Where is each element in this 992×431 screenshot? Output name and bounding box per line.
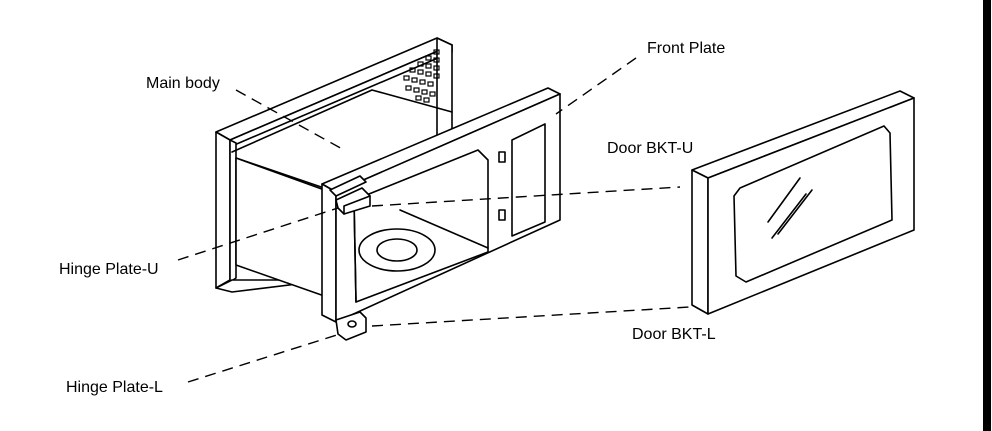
- main-body-part: [215, 37, 453, 299]
- leader-hinge-plate-u: [177, 207, 339, 261]
- leader-door-bkt-u: [371, 186, 681, 207]
- leader-hinge-plate-l: [187, 333, 341, 383]
- door-part: [691, 90, 915, 315]
- right-border-rule: [983, 0, 991, 431]
- hinge-plate-l-part: [335, 311, 367, 341]
- leader-main-body: [235, 89, 345, 151]
- label-hinge-plate-l: Hinge Plate-L: [66, 379, 163, 396]
- label-door-bkt-l: Door BKT-L: [632, 326, 716, 343]
- label-front-plate: Front Plate: [647, 40, 726, 57]
- leader-front-plate: [555, 57, 637, 115]
- vent-holes: [403, 49, 440, 103]
- leader-lines: [177, 57, 691, 383]
- label-hinge-plate-u: Hinge Plate-U: [59, 261, 159, 278]
- leader-door-bkt-l: [371, 306, 691, 327]
- label-door-bkt-u: Door BKT-U: [607, 140, 694, 157]
- label-main-body: Main body: [146, 75, 220, 92]
- hinge-plate-u-part: [329, 175, 371, 215]
